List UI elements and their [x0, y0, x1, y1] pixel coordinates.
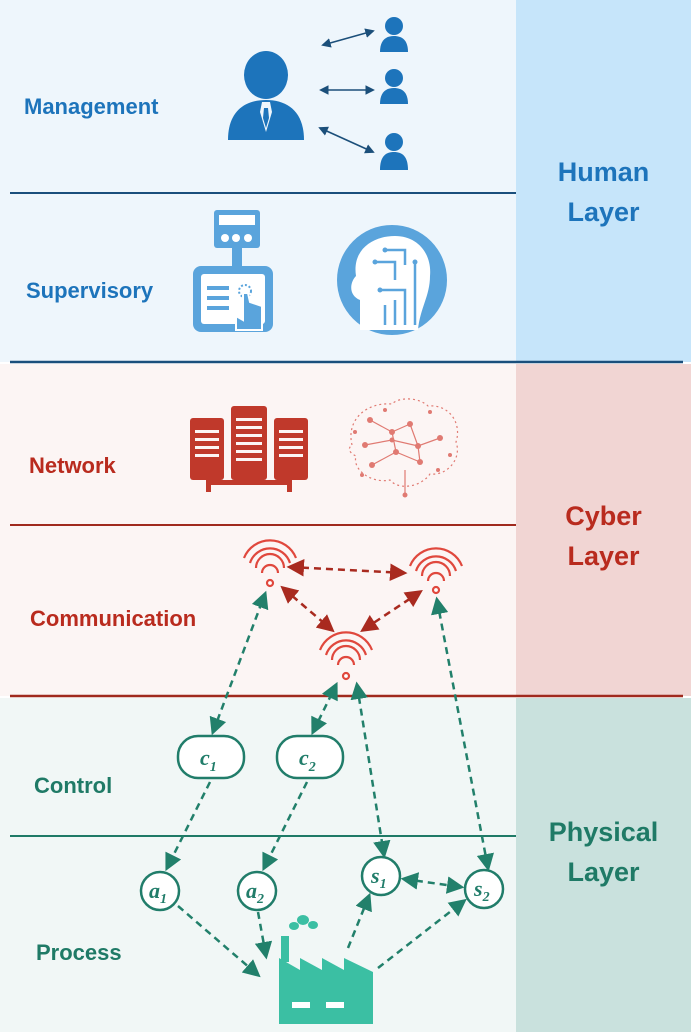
- neural-network-icon: [348, 398, 459, 498]
- layer-label-physical-line1: Physical: [548, 817, 659, 847]
- actuator-a1-node: [139, 870, 181, 912]
- layer-label-physical-line2: Layer: [567, 857, 640, 887]
- actuator-a2-node: [236, 870, 278, 912]
- team-member-icon-3: [380, 133, 408, 170]
- link-s2-right-wireless: [431, 596, 494, 872]
- wireless-node-right-icon: [408, 547, 464, 595]
- comm-link-left-center: [280, 585, 335, 633]
- link-a2-factory: [254, 911, 273, 960]
- layer-label-cyber-line2: Layer: [567, 541, 640, 571]
- wireless-node-center-icon: [318, 631, 374, 681]
- server-rack-icon: [190, 406, 308, 492]
- layer-label-human: Human Layer: [516, 152, 691, 232]
- link-factory-s1: [346, 892, 372, 949]
- controller-c2-node: [275, 734, 345, 780]
- ai-head-icon: [337, 225, 447, 335]
- human-layer-band: [516, 0, 691, 362]
- physical-layer-band: [516, 698, 691, 1032]
- factory-icon: [279, 915, 373, 1024]
- section-label-network: Network: [29, 453, 116, 478]
- layer-label-human-line1: Human: [557, 157, 650, 187]
- actuator-a2-label: a2: [246, 878, 264, 907]
- control-panel-icon: [193, 210, 273, 332]
- wireless-node-left-icon: [242, 539, 298, 588]
- physical-section-bg: [0, 698, 516, 1032]
- controller-c1-node: [176, 734, 246, 780]
- link-factory-s2: [377, 898, 467, 969]
- controller-c2-label: c2: [299, 745, 316, 775]
- controller-c1-label: c1: [200, 745, 217, 775]
- sensor-s2-label: s2: [473, 876, 490, 905]
- layer-label-cyber-line1: Cyber: [565, 501, 642, 531]
- link-s1-center-wireless: [350, 681, 391, 859]
- mgmt-arrow-1: [321, 28, 375, 48]
- link-c2-a2: [262, 781, 309, 872]
- cyber-layer-band: [516, 364, 691, 696]
- manager-person-icon: [228, 51, 304, 140]
- team-member-icon-2: [380, 69, 408, 104]
- section-label-communication: Communication: [30, 606, 197, 631]
- link-s1-s2: [400, 872, 465, 894]
- layer-label-cyber: Cyber Layer: [516, 496, 691, 576]
- section-label-management: Management: [24, 94, 159, 119]
- layer-label-human-line2: Layer: [567, 197, 640, 227]
- link-c1-a1: [165, 781, 212, 872]
- link-a1-factory: [177, 905, 261, 978]
- section-label-supervisory: Supervisory: [26, 278, 154, 303]
- section-label-control: Control: [34, 773, 113, 798]
- section-label-process: Process: [36, 940, 122, 965]
- link-c2-center-wireless: [311, 681, 338, 736]
- actuator-a1-label: a1: [149, 878, 167, 907]
- layer-label-physical: Physical Layer: [516, 812, 691, 892]
- mgmt-arrow-3: [318, 126, 375, 154]
- link-c1-left-wireless: [209, 590, 269, 736]
- sensor-s1-label: s1: [370, 863, 387, 892]
- team-member-icon-1: [380, 17, 408, 52]
